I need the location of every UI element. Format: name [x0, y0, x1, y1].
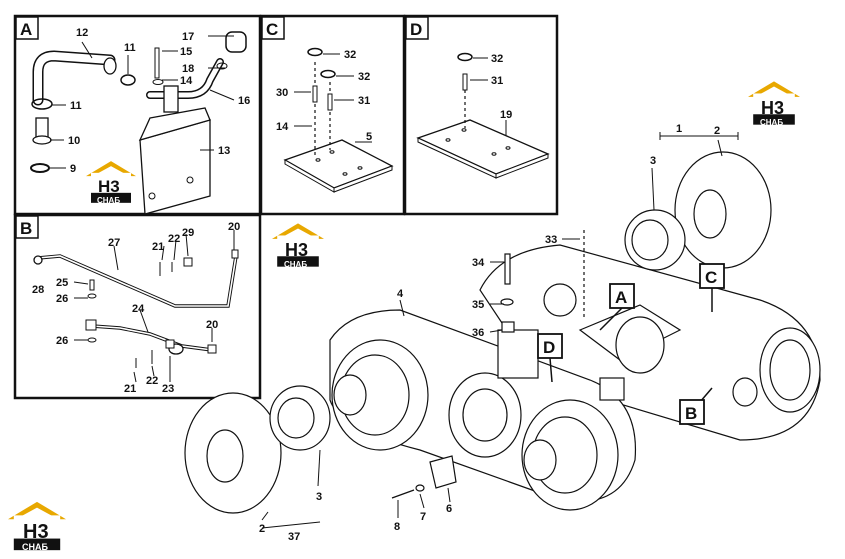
- bogie-assembly: [184, 151, 821, 514]
- label-21-top: 21: [152, 241, 164, 253]
- label-3-bottom: 3: [316, 491, 322, 503]
- panel-d: D 32 31 19: [403, 14, 559, 216]
- label-6: 6: [446, 503, 452, 515]
- logo-top-right: H3 CHAБ: [748, 81, 800, 127]
- logo-panel-a: H3 CHAБ: [86, 161, 136, 205]
- logo-sub-text: CHAБ: [22, 542, 48, 552]
- label-14-c: 14: [276, 121, 289, 133]
- main-callouts: A D C B: [537, 263, 725, 425]
- label-32-d: 32: [491, 53, 503, 65]
- label-11-top: 11: [124, 42, 136, 54]
- panel-d-letter: D: [410, 20, 422, 39]
- label-1: 1: [676, 123, 682, 135]
- label-8: 8: [394, 521, 400, 533]
- label-13: 13: [218, 145, 230, 157]
- logo-sub-text: CHAБ: [284, 260, 307, 269]
- main-labels: 1 2 3 33 34 4 35 36 3 2 37 8 7 6: [259, 123, 739, 543]
- label-25: 25: [56, 277, 68, 289]
- label-26-bottom: 26: [56, 335, 68, 347]
- label-18: 18: [182, 63, 194, 75]
- label-16: 16: [238, 95, 250, 107]
- label-3-top: 3: [650, 155, 656, 167]
- label-5: 5: [366, 131, 372, 143]
- label-17: 17: [182, 31, 194, 43]
- panel-b: B: [13, 213, 262, 400]
- label-34: 34: [472, 257, 485, 269]
- callout-d: D: [543, 338, 555, 357]
- label-11-bottom: 11: [70, 100, 82, 112]
- label-21-bottom: 21: [124, 383, 136, 395]
- panel-b-letter: B: [20, 219, 32, 238]
- label-31-d: 31: [491, 75, 503, 87]
- label-4: 4: [397, 288, 404, 300]
- logo-main-text: H3: [761, 98, 784, 118]
- label-23: 23: [162, 383, 174, 395]
- panel-c-letter: C: [266, 20, 278, 39]
- label-7: 7: [420, 511, 426, 523]
- logo-main-text: H3: [98, 177, 120, 196]
- label-31: 31: [358, 95, 370, 107]
- label-20-top: 20: [228, 221, 240, 233]
- callout-c: C: [705, 268, 717, 287]
- label-35: 35: [472, 299, 484, 311]
- logo-main-left: H3 CHAБ: [272, 223, 324, 269]
- label-2-bottom: 2: [259, 523, 265, 535]
- logo-sub-text: CHAБ: [97, 196, 120, 205]
- label-27: 27: [108, 237, 120, 249]
- label-28: 28: [32, 284, 44, 296]
- label-20-bottom: 20: [206, 319, 218, 331]
- logo-main-text: H3: [23, 521, 49, 543]
- callout-a: A: [615, 288, 627, 307]
- label-37: 37: [288, 531, 300, 543]
- label-22-top: 22: [168, 233, 180, 245]
- label-14: 14: [180, 75, 193, 87]
- label-36: 36: [472, 327, 484, 339]
- panel-a-letter: A: [20, 20, 32, 39]
- label-24: 24: [132, 303, 145, 315]
- callout-b: B: [685, 404, 697, 423]
- label-12: 12: [76, 27, 88, 39]
- label-22-bottom: 22: [146, 375, 158, 387]
- label-30: 30: [276, 87, 288, 99]
- label-32: 32: [358, 71, 370, 83]
- label-15: 15: [180, 46, 192, 58]
- label-33: 33: [545, 234, 557, 246]
- logo-bottom-left: H3 CHAБ: [8, 501, 66, 552]
- label-2-top: 2: [714, 125, 720, 137]
- label-19: 19: [500, 109, 512, 121]
- panel-c: C 32 32 30 31 14 5: [259, 14, 406, 216]
- label-10: 10: [68, 135, 80, 147]
- logo-sub-text: CHAБ: [760, 118, 783, 127]
- label-9: 9: [70, 163, 76, 175]
- label-29: 29: [182, 227, 194, 239]
- panel-a: A: [13, 14, 262, 216]
- logo-main-text: H3: [285, 240, 308, 260]
- label-32-top: 32: [344, 49, 356, 61]
- label-26-top: 26: [56, 293, 68, 305]
